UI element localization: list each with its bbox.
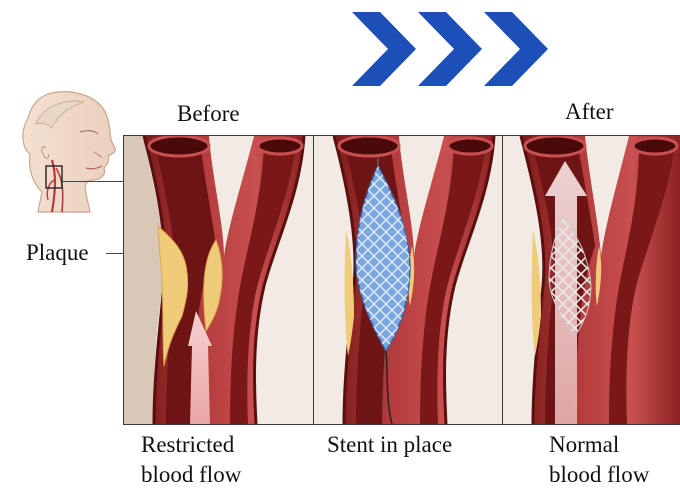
caption-stent: Stent in place xyxy=(327,431,452,459)
vessel-normal-illustration xyxy=(503,136,680,424)
caption-restricted-line2: blood flow xyxy=(141,461,241,489)
label-after: After xyxy=(565,98,614,126)
vessel-stent-illustration xyxy=(314,136,503,424)
caption-restricted-line1: Restricted xyxy=(141,431,234,459)
caption-normal-line2: blood flow xyxy=(549,461,649,489)
progress-chevrons-icon xyxy=(352,12,557,87)
head-profile-icon xyxy=(8,88,123,213)
panel-after xyxy=(502,135,680,425)
panel-before xyxy=(123,135,315,425)
panel-stent xyxy=(313,135,504,425)
label-before: Before xyxy=(177,100,240,128)
label-plaque: Plaque xyxy=(26,239,89,267)
caption-normal-line1: Normal xyxy=(549,431,619,459)
connector-line xyxy=(62,181,124,182)
vessel-restricted-illustration xyxy=(124,136,314,424)
